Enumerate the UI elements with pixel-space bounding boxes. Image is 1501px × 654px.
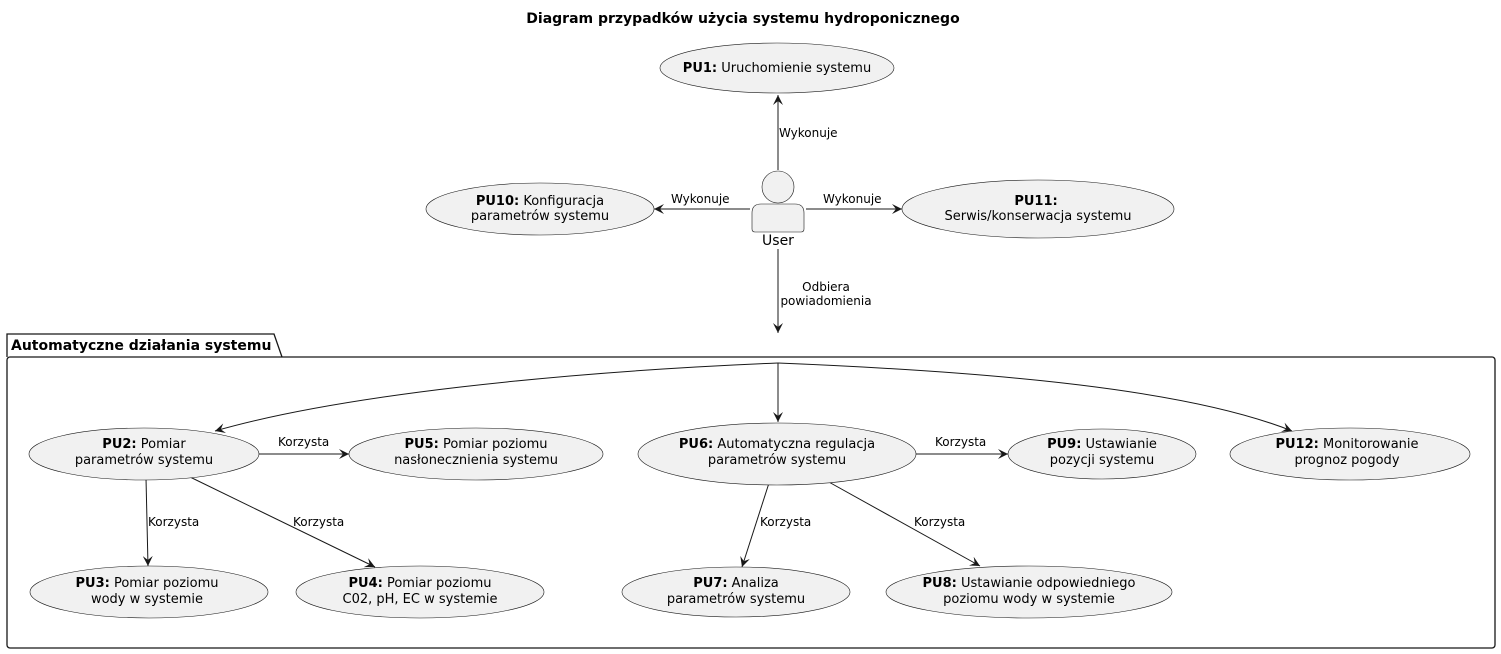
use-case-id: PU1: bbox=[683, 61, 717, 76]
edge-label-pu6-pu7: Korzysta bbox=[760, 515, 811, 529]
use-case-text: Analiza bbox=[728, 576, 779, 591]
use-case-text: Pomiar poziomu bbox=[383, 576, 492, 591]
use-case-text: Ustawianie odpowiedniego bbox=[957, 576, 1136, 591]
use-case-label-line2: C02, pH, EC w systemie bbox=[343, 592, 498, 607]
use-case-text: Automatyczna regulacja bbox=[713, 437, 875, 452]
use-case-pu3: PU3: Pomiar poziomu wody w systemie bbox=[29, 565, 269, 619]
edge-package-pu2 bbox=[214, 362, 779, 434]
edge-label-pu2-pu3: Korzysta bbox=[148, 515, 199, 529]
edge-label-pu6-pu9: Korzysta bbox=[935, 435, 986, 449]
use-case-pu2: PU2: Pomiar parametrów systemu bbox=[28, 427, 260, 481]
use-case-label: PU12: Monitorowanie bbox=[1275, 437, 1418, 452]
use-case-pu9: PU9: Ustawianie pozycji systemu bbox=[1007, 428, 1197, 480]
use-case-label: PU5: Pomiar poziomu bbox=[404, 437, 547, 452]
use-case-ellipse bbox=[621, 566, 851, 618]
edges: Wykonuje Wykonuje Wykonuje Odbiera powia… bbox=[142, 95, 1293, 568]
edge-package-pu12 bbox=[777, 362, 1293, 432]
use-case-label: PU3: Pomiar poziomu bbox=[75, 576, 218, 591]
use-case-ellipse bbox=[295, 565, 545, 619]
use-case-id: PU11: bbox=[1014, 194, 1057, 209]
edge-pu2-pu3 bbox=[142, 477, 153, 567]
use-case-pu11: PU11: Serwis/konserwacja systemu bbox=[901, 179, 1175, 239]
use-case-ellipse bbox=[29, 565, 269, 619]
edge-pu2-pu4 bbox=[189, 476, 376, 568]
use-case-pu1: PU1: Uruchomienie systemu bbox=[659, 42, 895, 94]
use-case-pu8: PU8: Ustawianie odpowiedniego poziomu wo… bbox=[885, 565, 1173, 619]
use-case-ellipse bbox=[1229, 427, 1471, 481]
use-case-ellipse bbox=[659, 42, 895, 94]
diagram-title: Diagram przypadków użycia systemu hydrop… bbox=[526, 11, 960, 27]
actor-head bbox=[761, 170, 795, 204]
use-case-label-line2: poziomu wody w systemie bbox=[943, 592, 1115, 607]
use-case-label: PU7: Analiza bbox=[693, 576, 779, 591]
use-case-ellipse bbox=[885, 565, 1173, 619]
actor-label: User bbox=[762, 233, 794, 249]
edge-label-pu6-pu8: Korzysta bbox=[914, 515, 965, 529]
edge-label-pu2-pu4: Korzysta bbox=[293, 515, 344, 529]
edge-label-pu2-pu5: Korzysta bbox=[278, 435, 329, 449]
actor-user: User bbox=[751, 170, 805, 249]
edge-label-pu10: Wykonuje bbox=[671, 192, 730, 206]
use-case-text: Konfiguracja bbox=[519, 194, 604, 209]
use-case-text: Ustawianie bbox=[1081, 437, 1157, 452]
use-case-label-line2: pozycji systemu bbox=[1050, 453, 1154, 468]
use-case-label: PU4: Pomiar poziomu bbox=[348, 576, 491, 591]
edge-label-notifications-2: powiadomienia bbox=[780, 294, 871, 308]
use-case-ellipse bbox=[1007, 428, 1197, 480]
use-case-id: PU12: bbox=[1275, 437, 1318, 452]
use-case-id: PU10: bbox=[476, 194, 519, 209]
use-case-label-line2: prognoz pogody bbox=[1294, 453, 1399, 468]
use-case-text: Pomiar poziomu bbox=[439, 437, 548, 452]
use-case-ellipse bbox=[28, 427, 260, 481]
use-case-text: Uruchomienie systemu bbox=[717, 61, 871, 76]
use-case-pu10: PU10: Konfiguracja parametrów systemu bbox=[425, 182, 655, 236]
actor-body bbox=[751, 203, 805, 233]
use-case-pu12: PU12: Monitorowanie prognoz pogody bbox=[1229, 427, 1471, 481]
use-case-id: PU6: bbox=[679, 437, 713, 452]
use-case-label-line2: parametrów systemu bbox=[667, 592, 805, 607]
use-case-label-line2: wody w systemie bbox=[91, 592, 203, 607]
use-case-id: PU4: bbox=[348, 576, 382, 591]
edge-pu6-pu7 bbox=[740, 482, 770, 568]
use-case-label: PU1: Uruchomienie systemu bbox=[683, 61, 871, 76]
use-case-id: PU2: bbox=[102, 437, 136, 452]
use-case-pu7: PU7: Analiza parametrów systemu bbox=[621, 566, 851, 618]
use-case-pu5: PU5: Pomiar poziomu nasłonecznienia syst… bbox=[348, 427, 604, 481]
use-case-label: PU10: Konfiguracja bbox=[476, 194, 604, 209]
use-case-id: PU8: bbox=[923, 576, 957, 591]
edge-label-pu1: Wykonuje bbox=[779, 126, 838, 140]
use-case-text: Pomiar poziomu bbox=[110, 576, 219, 591]
use-case-id: PU3: bbox=[75, 576, 109, 591]
use-case-text: Monitorowanie bbox=[1319, 437, 1419, 452]
use-case-label: PU11: bbox=[1014, 194, 1057, 209]
use-case-ellipse bbox=[901, 179, 1175, 239]
use-case-label-line2: nasłonecznienia systemu bbox=[394, 453, 558, 468]
package-title: Automatyczne działania systemu bbox=[11, 338, 271, 354]
use-case-id: PU7: bbox=[693, 576, 727, 591]
use-case-label: PU9: Ustawianie bbox=[1047, 437, 1157, 452]
use-case-text: Pomiar bbox=[137, 437, 187, 452]
use-case-pu4: PU4: Pomiar poziomu C02, pH, EC w system… bbox=[295, 565, 545, 619]
use-case-label: PU6: Automatyczna regulacja bbox=[679, 437, 875, 452]
use-case-pu6: PU6: Automatyczna regulacja parametrów s… bbox=[637, 422, 917, 486]
use-case-ellipse bbox=[425, 182, 655, 236]
use-case-label-line2: parametrów systemu bbox=[75, 453, 213, 468]
edge-pu6-pu8 bbox=[826, 480, 981, 567]
use-case-id: PU9: bbox=[1047, 437, 1081, 452]
use-case-label-line2: parametrów systemu bbox=[708, 453, 846, 468]
use-case-label-line2: parametrów systemu bbox=[471, 209, 609, 224]
use-case-id: PU5: bbox=[404, 437, 438, 452]
use-case-ellipse bbox=[348, 427, 604, 481]
use-case-ellipse bbox=[637, 422, 917, 486]
edge-label-pu11: Wykonuje bbox=[823, 192, 882, 206]
edge-label-notifications-1: Odbiera bbox=[802, 280, 850, 294]
use-case-label: PU2: Pomiar bbox=[102, 437, 186, 452]
use-case-label-line2: Serwis/konserwacja systemu bbox=[944, 209, 1131, 224]
use-case-label: PU8: Ustawianie odpowiedniego bbox=[923, 576, 1136, 591]
package-tab bbox=[6, 333, 283, 358]
